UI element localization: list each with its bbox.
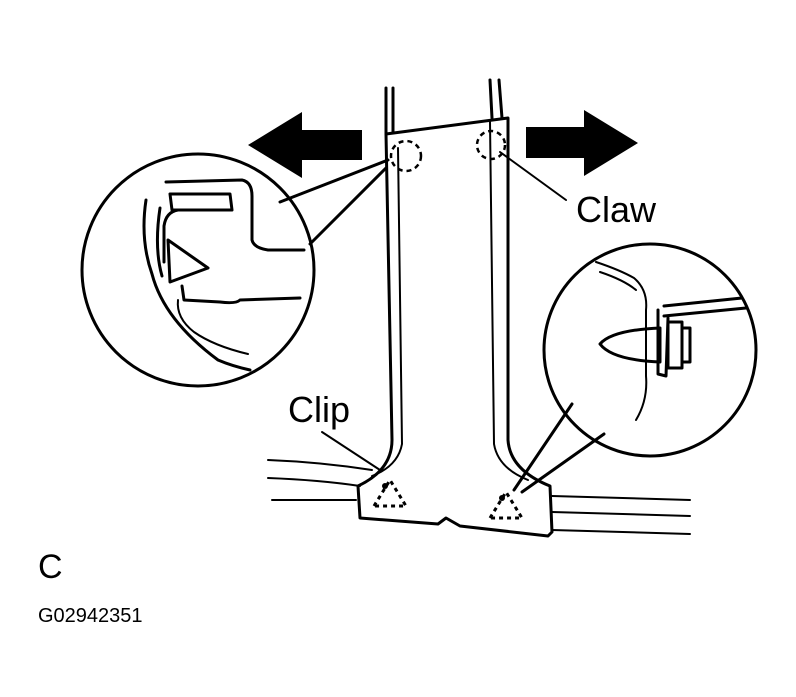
clip-left-marker [371,477,409,508]
clip-right-marker [487,489,525,520]
clip-detail-callout [512,242,758,494]
pillar-trim-panel [356,116,554,538]
left-arrow-icon [248,112,362,178]
body-panel-lines [267,459,691,535]
claw-label: Claw [576,189,657,230]
clip-label: Clip [288,389,350,430]
view-letter-label: C [38,548,63,586]
claw-left-marker [389,139,423,173]
claw-right-marker [475,129,507,161]
pillar-rails [384,78,504,136]
figure-id-label: G02942351 [38,605,143,627]
right-arrow-icon [526,110,638,176]
claw-detail-callout [80,152,390,388]
claw-leader-line [499,151,567,201]
clip-leader-line [321,431,381,471]
